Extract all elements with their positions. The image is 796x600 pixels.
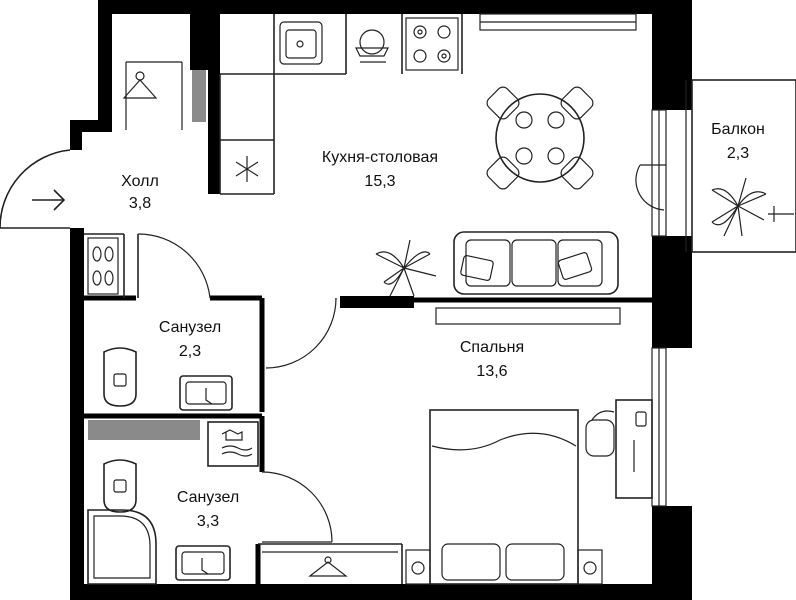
washbasin-icon: [179, 375, 233, 411]
toilet-icon: [103, 347, 137, 407]
windows: [435, 13, 667, 507]
dining-table-icon: [486, 86, 594, 190]
balcony-area: 2,3: [727, 145, 749, 162]
washbasin2-icon: [175, 545, 231, 581]
kitchen-name: Кухня-столовая: [322, 149, 438, 166]
bath2-area: 3,3: [197, 513, 219, 530]
dishes-icon: [355, 29, 389, 63]
hanger-icon: [122, 61, 183, 130]
bath1-area: 2,3: [179, 343, 201, 360]
shower-icon: [87, 509, 157, 585]
room-labels: Холл 3,8 Кухня-столовая 15,3 Балкон 2,3 …: [121, 121, 765, 530]
balcony: [635, 79, 796, 253]
doors: [0, 149, 337, 543]
entry-arrow-icon: [32, 189, 66, 211]
kitchen-area: 15,3: [364, 173, 395, 190]
hall-name: Холл: [121, 173, 159, 190]
hall-area: 3,8: [129, 195, 151, 212]
toilet2-icon: [103, 459, 137, 513]
balcony-name: Балкон: [711, 121, 765, 138]
bath2-name: Санузел: [177, 489, 239, 506]
balcony-plant-icon: [711, 177, 794, 237]
sink-icon: [279, 21, 323, 65]
exterior-walls: [70, 0, 692, 600]
plant-icon: [375, 239, 437, 297]
wardrobe-hanger-icon: [262, 551, 398, 577]
bedroom-area: 13,6: [476, 363, 507, 380]
bed-icon: [405, 409, 603, 585]
bedroom-name: Спальня: [460, 339, 524, 356]
shoes-icon: [87, 237, 119, 295]
stove-icon: [405, 17, 459, 71]
washing-machine-icon: [207, 421, 259, 467]
interior-walls: [84, 14, 652, 584]
desk-chair-icon: [585, 399, 653, 499]
fridge-snowflake-icon: [235, 156, 259, 182]
bath1-name: Санузел: [159, 319, 221, 336]
sofa-icon: [453, 231, 619, 295]
